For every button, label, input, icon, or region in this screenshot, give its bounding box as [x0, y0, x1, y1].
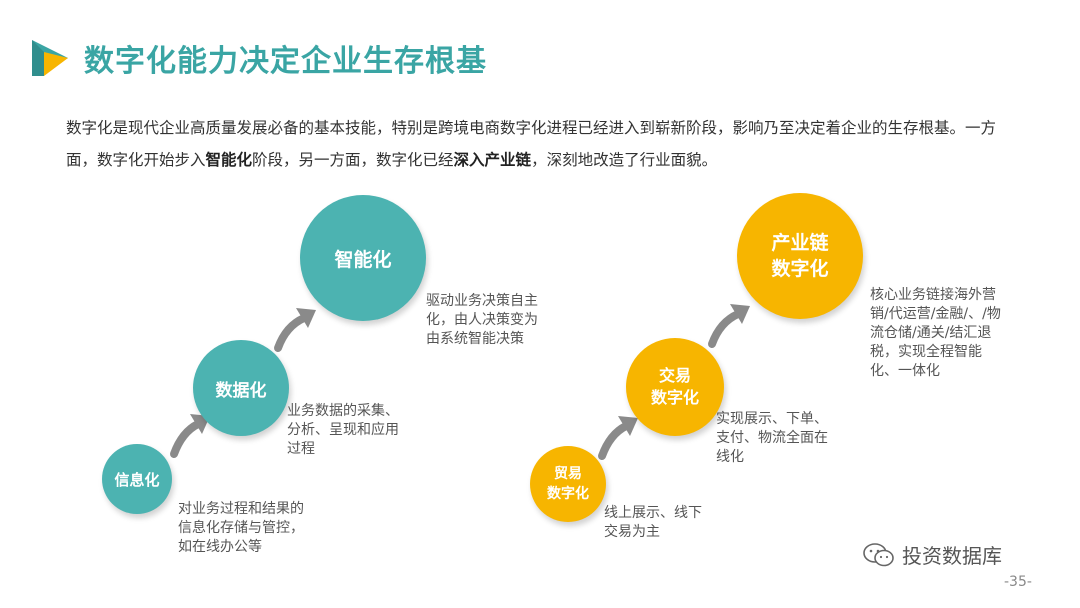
page-title: 数字化能力决定企业生存根基: [84, 44, 487, 79]
wechat-icon: [863, 542, 894, 566]
up-arrow-icon: [598, 416, 638, 460]
play-logo-icon: [32, 40, 68, 76]
page-number: -35-: [1004, 574, 1032, 590]
stage-desc-intelligentization: 驱动业务决策自主化，由人决策变为由系统智能决策: [426, 293, 538, 347]
intro-text-1: 数字化是现代企业高质量发展必备的基本技能，特别是跨境电商数字化进程已经进入到崭新…: [66, 119, 997, 169]
watermark: 投资数据库: [862, 540, 1002, 569]
stage-circle-datafication: 数据化: [193, 340, 289, 436]
watermark-text: 投资数据库: [902, 544, 1002, 568]
intro-paragraph: 数字化是现代企业高质量发展必备的基本技能，特别是跨境电商数字化进程已经进入到崭新…: [66, 112, 1026, 176]
intro-text-3: ，深刻地改造了行业面貌。: [531, 151, 718, 169]
intro-bold-2: 深入产业链: [453, 151, 532, 169]
stage-circle-intelligentization: 智能化: [300, 195, 426, 321]
intro-text-2: 阶段，另一方面，数字化已经: [252, 151, 454, 169]
stage-circle-trade-digitization: 贸易 数字化: [530, 446, 606, 522]
stage-desc-industry-chain-digitization: 核心业务链接海外营销/代运营/金融/、/物流仓储/通关/结汇退税，实现全程智能化…: [870, 287, 1001, 379]
stage-circle-transaction-digitization: 交易 数字化: [626, 338, 724, 436]
stage-circle-industry-chain-digitization: 产业链 数字化: [737, 193, 863, 319]
stage-desc-trade-digitization: 线上展示、线下交易为主: [604, 505, 702, 540]
stage-desc-datafication: 业务数据的采集、分析、呈现和应用过程: [287, 403, 399, 457]
up-arrow-icon: [274, 308, 316, 352]
stage-circle-informatization: 信息化: [102, 444, 172, 514]
up-arrow-icon: [708, 304, 750, 348]
stage-desc-transaction-digitization: 实现展示、下单、支付、物流全面在线化: [716, 411, 828, 465]
stage-desc-informatization: 对业务过程和结果的信息化存储与管控，如在线办公等: [178, 501, 304, 555]
intro-bold-1: 智能化: [205, 151, 253, 169]
